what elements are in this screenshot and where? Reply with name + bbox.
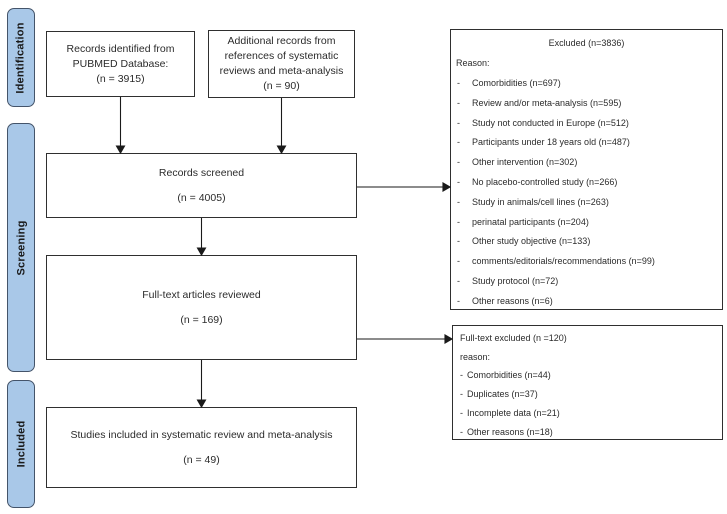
arrow-screened-to-excluded [357, 182, 452, 192]
excluded-reason-label: Reason: [456, 58, 490, 69]
excluded-item: - Study in animals/cell lines (n=263) [451, 192, 722, 212]
dash-bullet: - [457, 157, 460, 168]
excluded-item-text: Participants under 18 years old (n=487) [472, 137, 630, 148]
excluded-item: - Review and/or meta-analysis (n=595) [451, 93, 722, 113]
arrow-fulltext-to-fulltext-excluded [357, 334, 454, 344]
excluded-item: - Other reasons (n=6) [451, 291, 722, 311]
excluded-item-text: Study protocol (n=72) [472, 275, 559, 286]
excluded-item-text: perinatal participants (n=204) [472, 216, 589, 227]
dash-bullet: - [457, 77, 460, 88]
excluded-item: - perinatal participants (n=204) [451, 212, 722, 232]
box-records-screened-title: Records screened [158, 166, 245, 179]
dash-bullet: - [457, 236, 460, 247]
box-fulltext-reviewed-title: Full-text articles reviewed [142, 288, 261, 301]
excluded-item: - Other study objective (n=133) [451, 232, 722, 252]
fulltext-excluded-item-text: Other reasons (n=18) [467, 426, 553, 437]
dash-bullet: - [457, 176, 460, 187]
stage-included-label: Included [15, 420, 28, 468]
excluded-item-text: Study not conducted in Europe (n=512) [472, 117, 629, 128]
dash-bullet: - [460, 426, 463, 437]
fulltext-excluded-title: Full-text excluded (n =120) [460, 332, 567, 343]
dash-bullet: - [460, 408, 463, 419]
dash-bullet: - [457, 216, 460, 227]
stage-screening: Screening [7, 123, 35, 372]
box-records-identified-line2: PUBMED Database: [72, 57, 169, 70]
excluded-item-text: Study in animals/cell lines (n=263) [472, 196, 609, 207]
box-records-screened-count: (n = 4005) [177, 191, 226, 204]
excluded-item: - Study protocol (n=72) [451, 272, 722, 292]
fulltext-excluded-item: -Other reasons (n=18) [453, 423, 722, 442]
fulltext-excluded-item: -Duplicates (n=37) [453, 385, 722, 404]
arrow-fulltext-to-included [196, 360, 207, 409]
arrow-identified-to-screened [115, 97, 126, 155]
stage-included: Included [7, 380, 35, 508]
stage-screening-label: Screening [15, 220, 27, 275]
box-records-screened: Records screened (n = 4005) [46, 153, 357, 218]
excluded-item-text: No placebo-controlled study (n=266) [472, 176, 618, 187]
box-fulltext-reviewed: Full-text articles reviewed (n = 169) [46, 255, 357, 360]
box-records-identified-count: (n = 3915) [96, 72, 145, 85]
box-fulltext-reviewed-count: (n = 169) [180, 313, 223, 326]
box-studies-included-count: (n = 49) [183, 453, 220, 466]
fulltext-excluded-reason-label: reason: [460, 351, 491, 362]
box-studies-included-title: Studies included in systematic review an… [70, 428, 333, 441]
dash-bullet: - [457, 97, 460, 108]
dash-bullet: - [457, 137, 460, 148]
box-fulltext-excluded: Full-text excluded (n =120) reason: -Com… [452, 325, 723, 440]
box-studies-included: Studies included in systematic review an… [46, 407, 357, 488]
box-additional-records: Additional records from references of sy… [208, 30, 355, 98]
box-additional-records-count: (n = 90) [263, 80, 300, 92]
excluded-item-text: Review and/or meta-analysis (n=595) [472, 97, 622, 108]
stage-identification: Identification [7, 8, 35, 107]
dash-bullet: - [457, 295, 460, 306]
arrow-screened-to-fulltext [196, 218, 207, 257]
box-records-identified: Records identified from PUBMED Database:… [46, 31, 195, 97]
excluded-item-text: Other study objective (n=133) [472, 236, 591, 247]
excluded-item-text: Comorbidities (n=697) [472, 77, 561, 88]
excluded-item-text: Other reasons (n=6) [472, 295, 553, 306]
excluded-item: - Participants under 18 years old (n=487) [451, 133, 722, 153]
excluded-item: - No placebo-controlled study (n=266) [451, 173, 722, 193]
fulltext-excluded-item: -Incomplete data (n=21) [453, 404, 722, 423]
dash-bullet: - [457, 196, 460, 207]
box-additional-records-line3: reviews and meta-analysis [219, 65, 344, 77]
arrow-additional-to-screened [276, 98, 287, 155]
box-excluded-reasons: Excluded (n=3836) Reason: - Comorbidities… [450, 29, 723, 310]
fulltext-excluded-item-text: Comorbidities (n=44) [467, 370, 551, 381]
dash-bullet: - [457, 275, 460, 286]
stage-identification-label: Identification [15, 21, 27, 94]
excluded-item: - Study not conducted in Europe (n=512) [451, 113, 722, 133]
excluded-item: - comments/editorials/recommendations (n=… [451, 252, 722, 272]
box-additional-records-line2: references of systematic [224, 50, 339, 62]
dash-bullet: - [457, 117, 460, 128]
excluded-item-text: Other intervention (n=302) [472, 157, 578, 168]
excluded-title: Excluded (n=3836) [548, 38, 625, 49]
excluded-item-text: comments/editorials/recommendations (n=9… [472, 256, 655, 267]
box-additional-records-line1: Additional records from [227, 35, 336, 47]
excluded-item: - Comorbidities (n=697) [451, 74, 722, 94]
fulltext-excluded-item-text: Duplicates (n=37) [467, 389, 538, 400]
dash-bullet: - [457, 256, 460, 267]
fulltext-excluded-item-text: Incomplete data (n=21) [467, 408, 560, 419]
box-records-identified-line1: Records identified from [66, 42, 175, 55]
dash-bullet: - [460, 370, 463, 381]
dash-bullet: - [460, 389, 463, 400]
excluded-item: - Other intervention (n=302) [451, 153, 722, 173]
fulltext-excluded-item: -Comorbidities (n=44) [453, 367, 722, 386]
